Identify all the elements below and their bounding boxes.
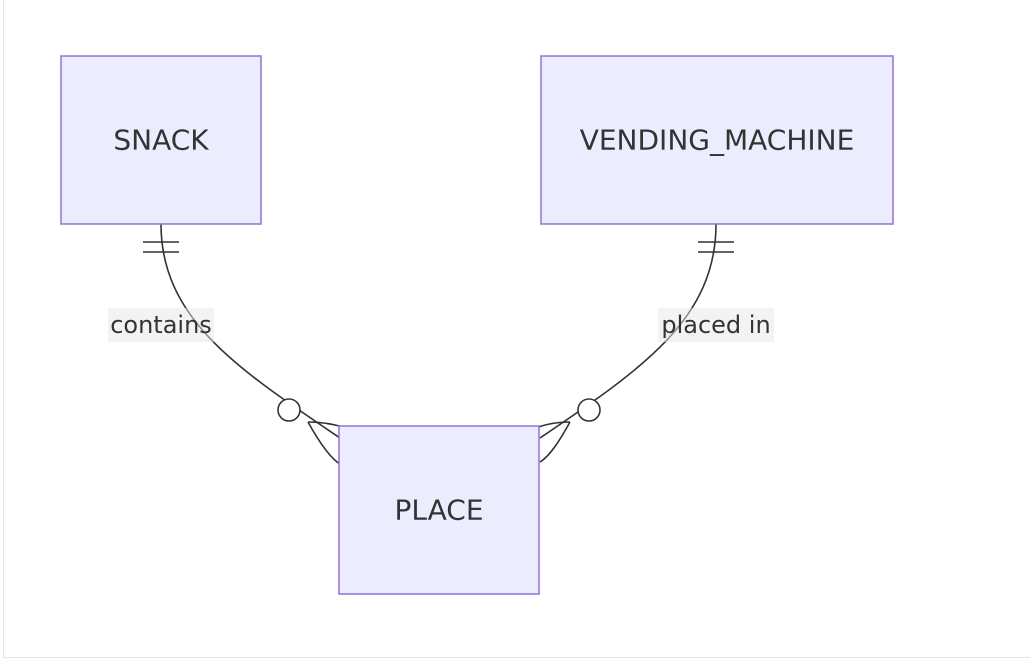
relationship-label-contains: contains xyxy=(110,311,212,339)
entity-label-snack: SNACK xyxy=(113,124,209,157)
entity-snack[interactable]: SNACK xyxy=(60,55,262,225)
diagram-frame xyxy=(3,0,1030,658)
cardinality-many-vending-side xyxy=(535,398,601,463)
cardinality-many-snack-side xyxy=(277,398,347,465)
label-bg-contains xyxy=(108,308,214,342)
relationship-label-placed-in: placed in xyxy=(661,311,770,339)
entity-label-place: PLACE xyxy=(394,494,483,527)
cardinality-one-vending-machine xyxy=(698,241,734,253)
entity-vending-machine[interactable]: VENDING_MACHINE xyxy=(540,55,894,225)
cardinality-one-snack xyxy=(143,241,179,253)
entity-place[interactable]: PLACE xyxy=(338,425,540,595)
entity-label-vending-machine: VENDING_MACHINE xyxy=(580,124,855,157)
label-bg-placed-in xyxy=(658,308,774,342)
